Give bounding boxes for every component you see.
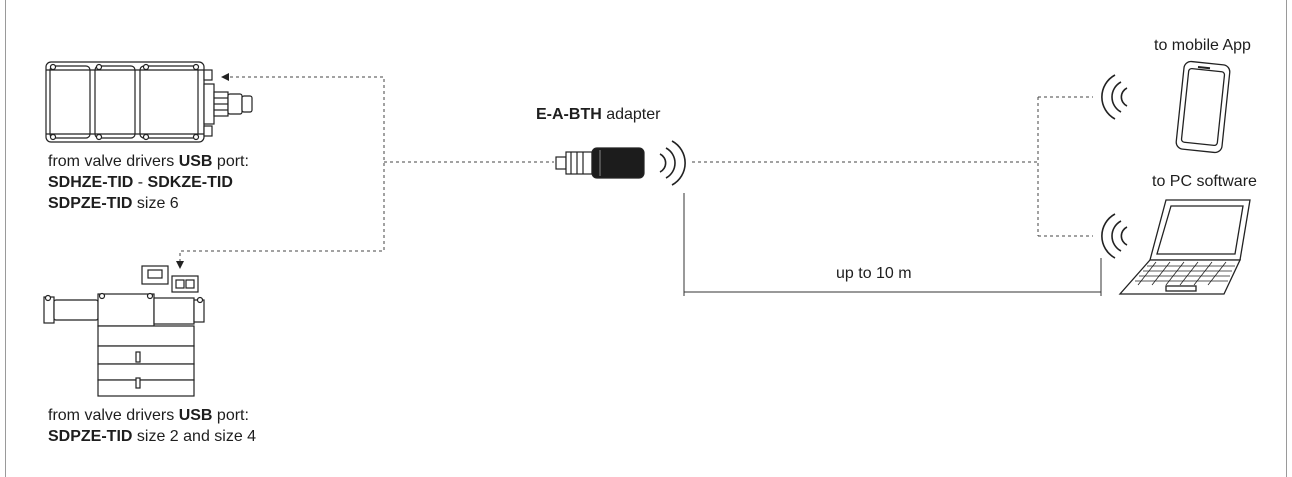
bluetooth-adapter-icon bbox=[555, 147, 645, 179]
adapter-label: E-A-BTH adapter bbox=[536, 105, 660, 125]
top-driver-caption: from valve drivers USB port: SDHZE-TID -… bbox=[48, 151, 249, 214]
bottom-driver-model: SDPZE-TID bbox=[48, 428, 133, 445]
bottom-driver-caption-line1: from valve drivers USB port: bbox=[48, 405, 256, 426]
top-driver-caption-line2: SDHZE-TID - SDKZE-TID bbox=[48, 172, 249, 193]
bottom-driver-model-suffix: size 2 and size 4 bbox=[132, 428, 257, 445]
pc-wireless-waves-icon bbox=[1101, 213, 1128, 259]
arrow-to-top-driver bbox=[221, 73, 229, 81]
top-driver-caption-line3: SDPZE-TID size 6 bbox=[48, 193, 249, 214]
top-driver-line1-prefix: from valve drivers bbox=[48, 153, 179, 170]
diagram-frame bbox=[5, 0, 1287, 477]
laptop-icon bbox=[1118, 199, 1251, 295]
adapter-suffix: adapter bbox=[601, 106, 661, 123]
top-driver-line1-suffix: port: bbox=[212, 153, 249, 170]
valve-driver-size6-icon bbox=[45, 61, 253, 143]
top-driver-caption-line1: from valve drivers USB port: bbox=[48, 151, 249, 172]
adapter-wireless-waves-icon bbox=[659, 140, 686, 186]
top-driver-model-c-suffix: size 6 bbox=[132, 195, 179, 212]
top-driver-model-a: SDHZE-TID bbox=[48, 174, 134, 191]
connection-lines bbox=[179, 76, 1093, 262]
bottom-driver-line1-prefix: from valve drivers bbox=[48, 407, 179, 424]
bottom-driver-usb-label: USB bbox=[178, 407, 213, 424]
mobile-wireless-waves-icon bbox=[1101, 74, 1128, 120]
adapter-name: E-A-BTH bbox=[536, 106, 602, 123]
valve-driver-size2-4-icon bbox=[43, 265, 205, 397]
mobile-app-label: to mobile App bbox=[1154, 37, 1251, 54]
bottom-driver-line1-suffix: port: bbox=[212, 407, 249, 424]
top-driver-usb-label: USB bbox=[178, 153, 213, 170]
pc-software-label: to PC software bbox=[1152, 173, 1257, 190]
top-driver-separator: - bbox=[133, 174, 148, 191]
arrow-to-bottom-driver bbox=[176, 261, 184, 269]
top-driver-model-c: SDPZE-TID bbox=[48, 195, 133, 212]
smartphone-icon bbox=[1175, 60, 1231, 154]
distance-label: up to 10 m bbox=[836, 265, 912, 282]
bottom-driver-caption-line2: SDPZE-TID size 2 and size 4 bbox=[48, 426, 256, 447]
bottom-driver-caption: from valve drivers USB port: SDPZE-TID s… bbox=[48, 405, 256, 447]
top-driver-model-b: SDKZE-TID bbox=[147, 174, 233, 191]
distance-measure bbox=[683, 193, 1102, 296]
